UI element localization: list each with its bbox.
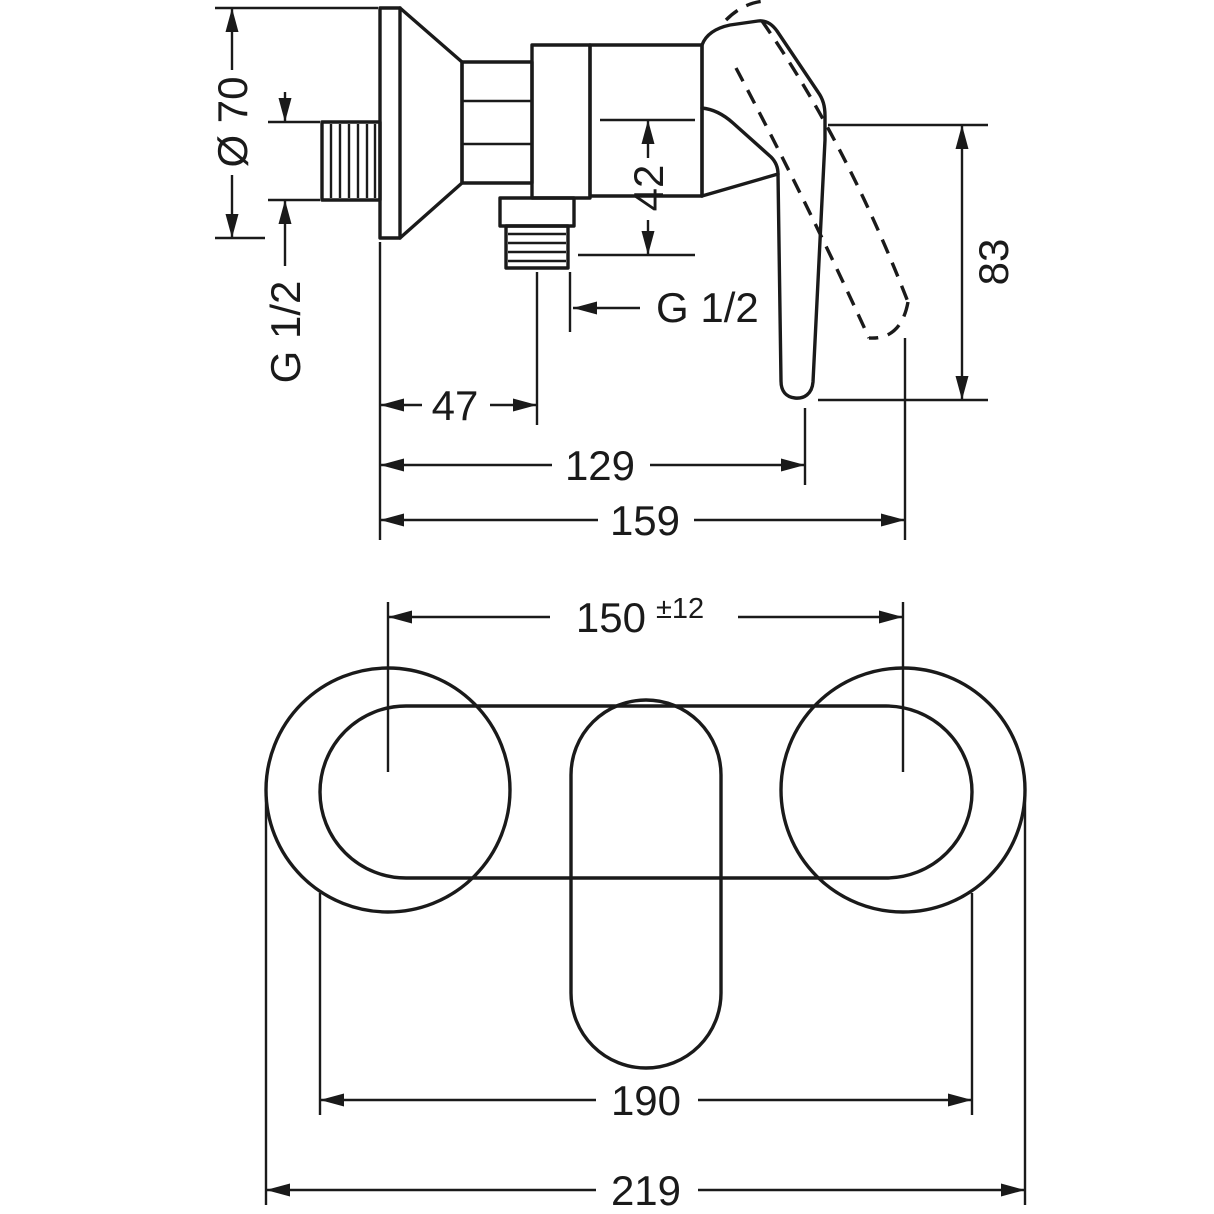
handle-dashed-tip xyxy=(868,301,910,340)
front-view-fixture xyxy=(264,666,1027,1070)
outlet-thread xyxy=(504,224,570,270)
side-view: Ø 70 G 1/2 42 83 G 1/2 xyxy=(209,0,1017,544)
mixer-body xyxy=(318,704,974,880)
label-overall-width: 219 xyxy=(611,1167,681,1214)
label-handle-height: 83 xyxy=(970,239,1017,286)
label-center-tolerance: ±12 xyxy=(656,593,704,625)
dim-center-distance: 150 ±12 xyxy=(386,593,905,772)
escutcheon-cone xyxy=(398,6,464,240)
label-outlet-thread: G 1/2 xyxy=(656,284,759,331)
handle-dashed-inner xyxy=(734,67,871,339)
hex-nut-facets xyxy=(462,99,532,146)
dim-body-width: 190 xyxy=(318,893,974,1124)
dim-union-height: 42 xyxy=(578,118,695,257)
handle-swing-dashed xyxy=(724,0,910,340)
dim-outlet-thread: G 1/2 xyxy=(568,272,759,332)
label-wall-to-handle: 129 xyxy=(565,442,635,489)
dim-handle-height: 83 xyxy=(818,123,1017,402)
handle-dashed-stub xyxy=(724,0,767,22)
hex-nut xyxy=(460,60,534,185)
outlet-thread-lines xyxy=(508,232,566,263)
dim-escutcheon-diameter: Ø 70 xyxy=(209,6,378,240)
label-body-width: 190 xyxy=(611,1077,681,1124)
escutcheon-plate xyxy=(378,6,402,240)
label-union-height: 42 xyxy=(625,165,672,212)
inlet-pipe-threads xyxy=(329,124,377,198)
handle-lever xyxy=(700,19,827,400)
label-center-distance: 150 xyxy=(576,594,646,641)
front-view: 150 ±12 190 219 xyxy=(264,593,1027,1214)
union-block xyxy=(530,43,592,200)
dim-overall-width: 219 xyxy=(264,795,1027,1214)
label-escutcheon-diameter: Ø 70 xyxy=(209,76,256,167)
dim-overall-depth: 159 xyxy=(380,338,907,544)
label-overall-depth: 159 xyxy=(610,497,680,544)
label-center-distance-group: 150 ±12 xyxy=(576,593,704,641)
mixer-handle xyxy=(569,698,723,1070)
label-inlet-thread: G 1/2 xyxy=(262,281,309,384)
outlet-collar xyxy=(498,196,576,228)
dim-wall-to-outlet: 47 xyxy=(378,242,539,540)
side-view-fixture xyxy=(320,6,827,400)
bonnet-slant xyxy=(700,172,780,198)
label-wall-to-outlet: 47 xyxy=(432,382,479,429)
handle-dashed-outer xyxy=(760,20,910,303)
dim-inlet-thread: G 1/2 xyxy=(262,92,320,383)
dim-wall-to-handle: 129 xyxy=(380,408,807,489)
